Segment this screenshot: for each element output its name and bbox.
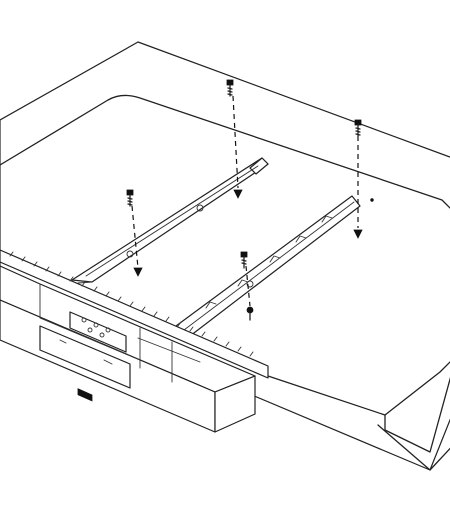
screw-icon — [126, 189, 134, 207]
device-bar — [0, 249, 269, 433]
right-rail-hole — [246, 280, 254, 288]
screw-paths — [131, 95, 359, 307]
screw-icon — [246, 306, 254, 321]
tv-inner-recess — [0, 94, 450, 416]
screw-path-left — [131, 205, 139, 269]
screw-path-top-left — [232, 95, 239, 189]
left-rail-lip — [249, 157, 269, 175]
bar-box-end — [214, 375, 256, 433]
arrows — [133, 189, 363, 277]
right-rail-teeth — [205, 215, 333, 309]
screw-path-mid — [245, 265, 251, 307]
small-dot — [370, 198, 374, 202]
mounting-screws — [126, 79, 374, 321]
bar-compartments — [39, 283, 201, 383]
arrow-down-icon — [353, 229, 363, 239]
tv-bottom-edge — [377, 424, 450, 471]
screw-icon — [240, 251, 248, 269]
left-rail — [71, 157, 269, 284]
right-rail — [175, 195, 361, 337]
tv-edge-lip — [384, 376, 450, 453]
left-rail-hole — [196, 204, 204, 212]
arrow-down-icon — [233, 189, 243, 199]
arrow-down-icon — [133, 267, 143, 277]
screw-icon — [226, 79, 234, 97]
left-rail-hole — [126, 250, 134, 258]
bar-rail-notches — [9, 251, 254, 357]
bracket-holes — [81, 317, 111, 338]
bar-top-rail — [0, 249, 269, 379]
port-slot — [77, 388, 93, 402]
screw-icon — [354, 119, 362, 137]
